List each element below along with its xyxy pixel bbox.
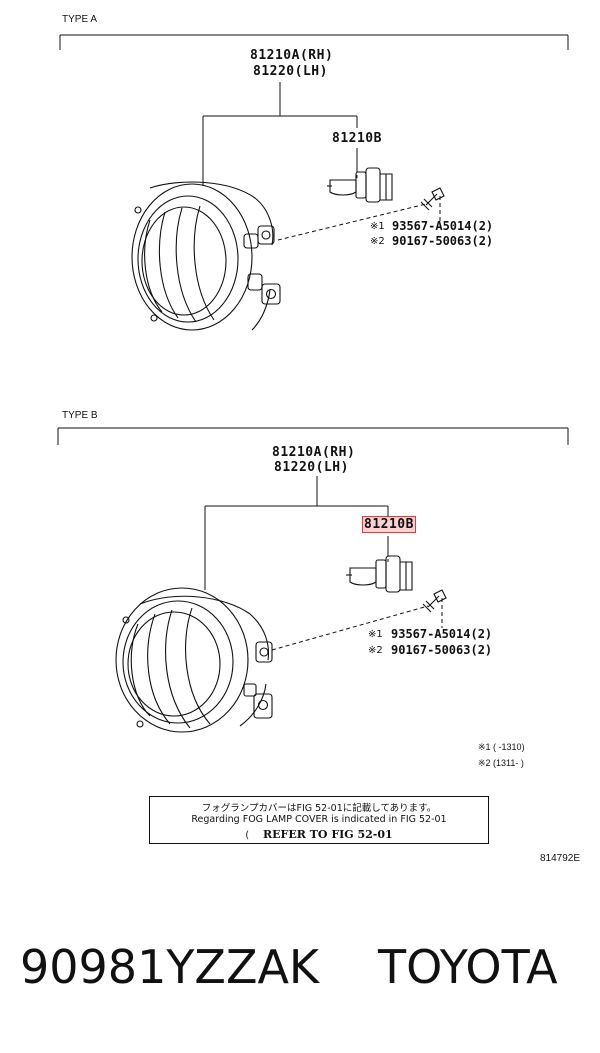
type-b-fog-lamp	[115, 587, 273, 733]
type-b-screw-2-part: 90167-50063(2)	[391, 643, 493, 657]
type-a-frame	[59, 34, 569, 50]
caption-make: TOYOTA	[378, 940, 558, 994]
caption-part-number: 90981YZZAK	[20, 940, 320, 994]
part-caption: 90981YZZAK TOYOTA	[0, 940, 600, 1020]
type-b-screw	[422, 589, 447, 613]
type-a-screw	[420, 187, 445, 211]
type-b-screw-1-mark: ※1	[368, 629, 383, 640]
type-a-fog-lamp	[131, 181, 281, 331]
type-a-assembly-lh: 81220(LH)	[253, 64, 328, 79]
type-a-screw-1-part: 93567-A5014(2)	[392, 219, 494, 233]
type-b-label: TYPE B	[62, 410, 98, 421]
type-a-bulb-part: 81210B	[332, 131, 382, 146]
date-note-2: ※2 (1311- )	[478, 758, 524, 768]
type-b-bulb-part-highlighted[interactable]: 81210B	[362, 516, 416, 533]
type-b-assembly-lh: 81220(LH)	[274, 460, 349, 475]
type-a-assembly-rh: 81210A(RH)	[250, 48, 334, 63]
type-a-screw-2-part: 90167-50063(2)	[392, 234, 494, 248]
type-b-leaders	[204, 476, 389, 590]
notice-line-jp: フォグランプカバーはFIG 52-01に記載してあります。	[201, 803, 437, 814]
type-a-screw-1-mark: ※1	[370, 221, 385, 232]
type-b-screw-1-part: 93567-A5014(2)	[391, 627, 493, 641]
notice-line-ref: ( REFER TO FIG 52-01	[150, 828, 488, 841]
type-a-label: TYPE A	[62, 14, 98, 25]
type-b-bulb	[346, 555, 413, 593]
type-a-dash-leaders	[277, 168, 441, 241]
type-a-screw-2-mark: ※2	[370, 236, 385, 247]
type-b-dash-leaders	[271, 552, 443, 651]
notice-ref-link[interactable]: REFER TO FIG 52-01	[263, 828, 393, 841]
type-b-frame	[57, 427, 569, 445]
notice-ref-paren: (	[245, 830, 250, 841]
diagram-id: 814792E	[540, 853, 581, 864]
fog-lamp-cover-notice: フォグランプカバーはFIG 52-01に記載してあります。 Regarding …	[149, 796, 489, 844]
date-note-1: ※1 ( -1310)	[478, 742, 525, 752]
notice-line-en: Regarding FOG LAMP COVER is indicated in…	[191, 814, 447, 825]
type-b-assembly-rh: 81210A(RH)	[272, 445, 356, 460]
type-b-screw-2-mark: ※2	[368, 645, 383, 656]
type-a-leaders	[202, 82, 358, 186]
type-a-bulb	[327, 167, 393, 203]
